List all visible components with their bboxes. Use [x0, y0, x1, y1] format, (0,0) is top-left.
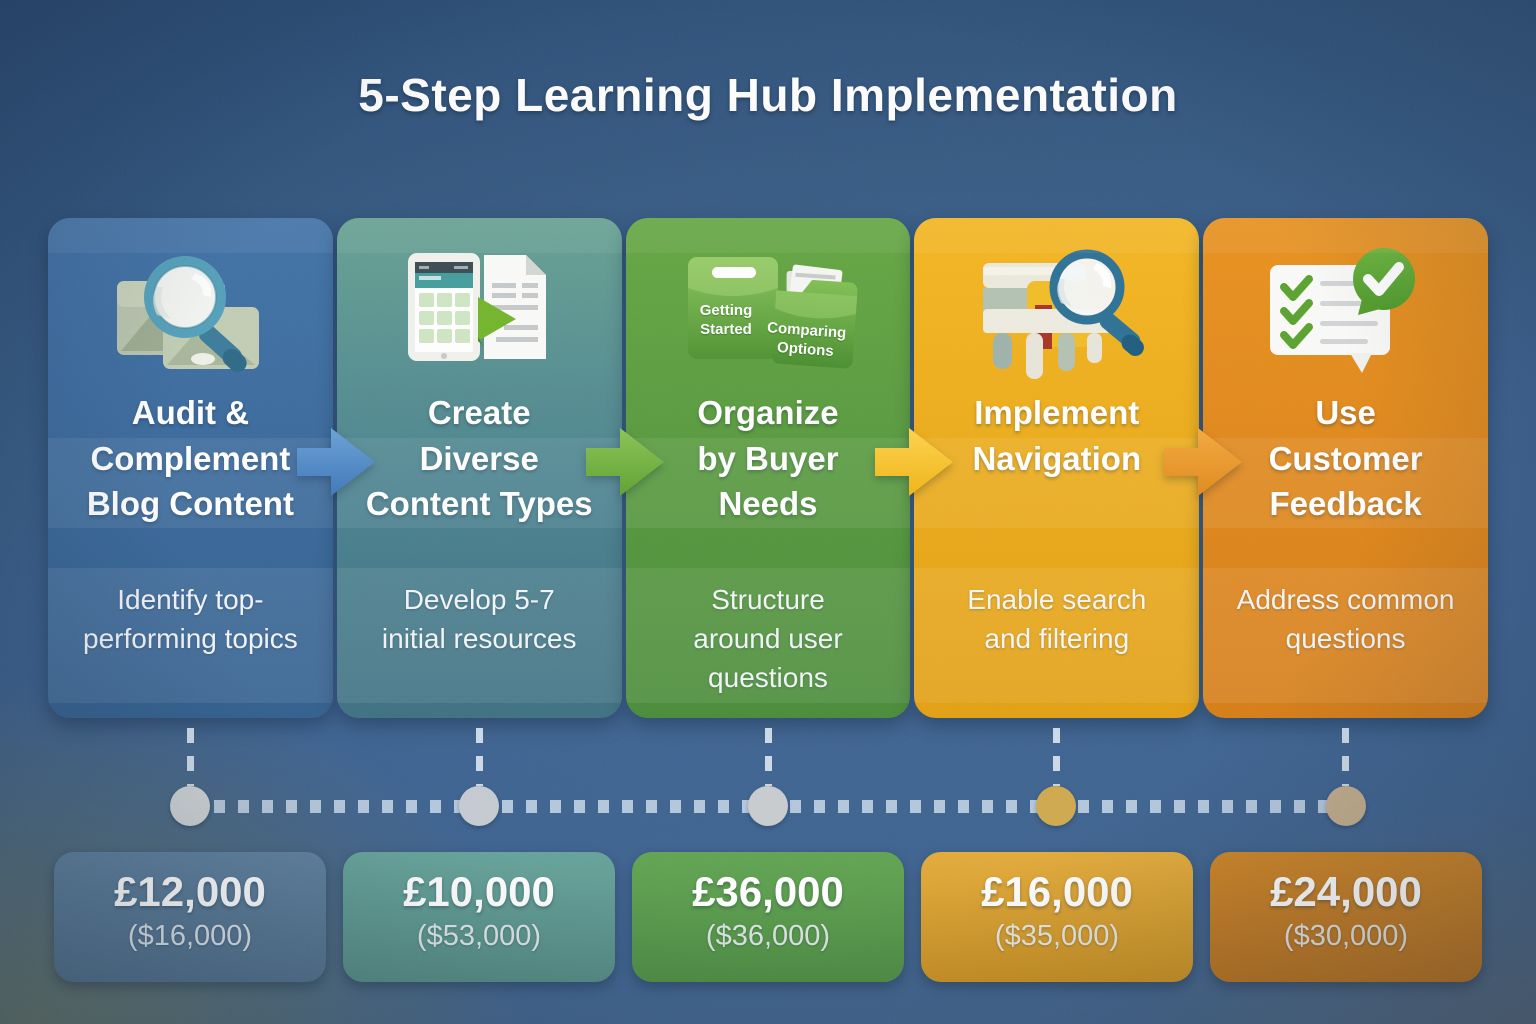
- cost-usd: ($30,000): [1283, 920, 1409, 952]
- folder-label-getting-started: Getting Started: [699, 302, 753, 338]
- timeline-dot-4: [1036, 786, 1076, 826]
- cost-usd: ($36,000): [705, 920, 831, 952]
- step-card-content-types: Create Diverse Content Types Develop 5-7…: [336, 218, 622, 718]
- cost-gbp: £12,000: [114, 868, 266, 915]
- step-description: Enable search and filtering: [967, 584, 1147, 655]
- customer-feedback-icon: [1251, 244, 1441, 384]
- arrow-step4-to-step5-icon: [1164, 428, 1242, 496]
- step-title: Implement Navigation: [972, 394, 1142, 477]
- cost-gbp: £36,000: [692, 868, 844, 915]
- step-title: Organize by Buyer Needs: [697, 394, 839, 523]
- timeline-connector: [765, 728, 772, 786]
- cost-box-step4: £16,000 ($35,000): [921, 852, 1193, 982]
- cost-usd: ($16,000): [127, 920, 253, 952]
- buyer-folders-icon: Getting Started Comparing Options: [673, 244, 863, 384]
- cost-box-step3: £36,000 ($36,000): [632, 852, 904, 982]
- timeline-dot-2: [459, 786, 499, 826]
- steps-row: Audit & Complement Blog Content Identify…: [48, 218, 1488, 718]
- timeline-dot-3: [748, 786, 788, 826]
- timeline-connector: [1342, 728, 1349, 786]
- arrow-step1-to-step2-icon: [297, 428, 375, 496]
- page-title: 5-Step Learning Hub Implementation: [358, 69, 1178, 121]
- arrow-step3-to-step4-icon: [875, 428, 953, 496]
- step-description: Address common questions: [1236, 584, 1455, 655]
- cost-box-step1: £12,000 ($16,000): [54, 852, 326, 982]
- tablet-document-icon: [384, 244, 574, 384]
- timeline-dot-1: [170, 786, 210, 826]
- timeline-dot-5: [1326, 786, 1366, 826]
- cost-usd: ($53,000): [416, 920, 542, 952]
- folder-label-comparing-options: Comparing Options: [766, 319, 847, 360]
- timeline-connector: [187, 728, 194, 786]
- navigation-search-icon: [962, 244, 1152, 384]
- cost-gbp: £16,000: [981, 868, 1133, 915]
- step-card-audit: Audit & Complement Blog Content Identify…: [48, 218, 333, 718]
- cost-gbp: £10,000: [403, 868, 555, 915]
- cost-box-step5: £24,000 ($30,000): [1210, 852, 1482, 982]
- cost-box-step2: £10,000 ($53,000): [343, 852, 615, 982]
- step-description: Structure around user questions: [693, 584, 843, 694]
- arrow-step2-to-step3-icon: [586, 428, 664, 496]
- step-card-navigation: Implement Navigation Enable search and f…: [914, 218, 1200, 718]
- step-title: Create Diverse Content Types: [365, 394, 593, 523]
- step-description: Develop 5-7 initial resources: [381, 584, 577, 655]
- step-title: Audit & Complement Blog Content: [86, 394, 294, 523]
- timeline-connector: [476, 728, 483, 786]
- cost-usd: ($35,000): [994, 920, 1120, 952]
- step-card-feedback: Use Customer Feedback Address common que…: [1203, 218, 1488, 718]
- step-description: Identify top- performing topics: [83, 584, 298, 655]
- photo-search-icon: [95, 244, 285, 384]
- step-card-organize: Getting Started Comparing Options Organi…: [625, 218, 911, 718]
- step-title: Use Customer Feedback: [1268, 394, 1423, 523]
- timeline-connector: [1053, 728, 1060, 786]
- cost-gbp: £24,000: [1270, 868, 1422, 915]
